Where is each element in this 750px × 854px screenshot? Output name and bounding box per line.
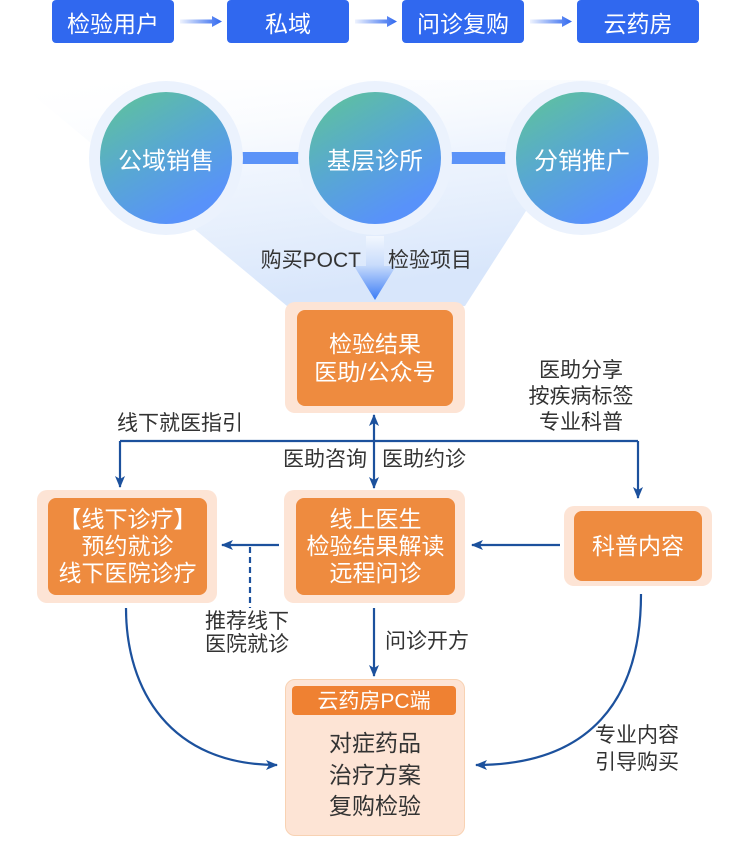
channel-label: 公域销售 (118, 147, 214, 175)
node-line: 线上医生 (329, 506, 422, 532)
channel-connector (449, 152, 509, 164)
node-line: 复购检验 (329, 793, 421, 819)
channel-circle-core: 分销推广 (516, 92, 648, 224)
flow-step-label: 云药房 (603, 10, 673, 37)
node-online-doctor-core: 线上医生 检验结果解读 远程问诊 (296, 498, 455, 595)
label-assistant-appointment: 医助约诊 (382, 448, 466, 471)
node-line: 科普内容 (592, 532, 684, 559)
node-cloud-pharmacy-body: 对症药品 治疗方案 复购检验 (286, 728, 464, 823)
flow-step-label: 检验用户 (67, 10, 159, 37)
label-line: 医助分享 (539, 359, 623, 382)
node-inspection-result: 检验结果 医助/公众号 (285, 302, 465, 413)
label-line: 专业内容 (595, 724, 679, 747)
channel-label: 分销推广 (534, 147, 630, 175)
node-offline-treatment: 【线下诊疗】 预约就诊 线下医院诊疗 (37, 490, 217, 603)
flow-arrow (180, 16, 222, 27)
node-line: 远程问诊 (329, 560, 422, 586)
node-line: 对症药品 (329, 730, 421, 756)
flow-arrow (530, 16, 572, 27)
channel-circle-clinics: 基层诊所 (298, 81, 452, 235)
channel-connector (240, 152, 302, 164)
label-line: 推荐线下 (205, 610, 289, 633)
node-line: 医助/公众号 (314, 359, 436, 385)
node-line: 预约就诊 (81, 533, 174, 559)
node-online-doctor: 线上医生 检验结果解读 远程问诊 (284, 490, 465, 603)
flow-step-private-domain: 私域 (227, 0, 349, 43)
flow-step-label: 问诊复购 (417, 10, 509, 37)
node-cloud-pharmacy-pc: 云药房PC端 对症药品 治疗方案 复购检验 (285, 679, 465, 836)
flow-step-inspection-users: 检验用户 (52, 0, 174, 43)
label-assistant-consult: 医助咨询 (283, 448, 367, 471)
label-recommend-offline: 推荐线下 医院就诊 (205, 610, 289, 656)
channel-circle-public-sales: 公域销售 (89, 81, 243, 235)
edge-science-to-pharmacy (475, 593, 643, 770)
node-line: 治疗方案 (329, 761, 421, 788)
label-inspection-items: 检验项目 (388, 249, 472, 272)
channel-label: 基层诊所 (327, 147, 423, 175)
label-guide-buy: 专业内容 引导购买 (595, 722, 679, 776)
node-inspection-result-core: 检验结果 医助/公众号 (297, 310, 453, 406)
label-line: 按疾病标签 (528, 385, 634, 408)
node-line: 检验结果解读 (306, 533, 445, 559)
label-offline-guide: 线下就医指引 (117, 412, 243, 435)
funnel-down-arrow (354, 236, 396, 300)
label-buy-poct: 购买POCT (260, 249, 361, 272)
flow-step-label: 私域 (265, 10, 311, 37)
channel-circle-distribution: 分销推广 (505, 81, 659, 235)
node-line: 检验结果 (329, 331, 421, 357)
flow-step-cloud-pharmacy: 云药房 (577, 0, 699, 43)
node-science-content: 科普内容 (564, 506, 712, 586)
channel-circle-core: 基层诊所 (309, 92, 441, 224)
label-line: 医院就诊 (205, 633, 289, 656)
flow-arrow (355, 16, 397, 27)
label-line: 专业科普 (539, 411, 623, 434)
edge-offline-to-pharmacy (124, 607, 278, 770)
node-cloud-pharmacy-title: 云药房PC端 (292, 685, 456, 715)
node-offline-treatment-core: 【线下诊疗】 预约就诊 线下医院诊疗 (48, 498, 207, 595)
flow-step-repurchase: 问诊复购 (402, 0, 524, 43)
label-line: 引导购买 (595, 751, 679, 774)
node-line: 线下医院诊疗 (58, 560, 197, 586)
channel-circle-core: 公域销售 (100, 92, 232, 224)
node-line: 【线下诊疗】 (58, 506, 197, 532)
label-prescribe: 问诊开方 (385, 630, 469, 653)
label-share: 医助分享 按疾病标签 专业科普 (511, 358, 651, 436)
node-science-content-core: 科普内容 (574, 511, 702, 581)
